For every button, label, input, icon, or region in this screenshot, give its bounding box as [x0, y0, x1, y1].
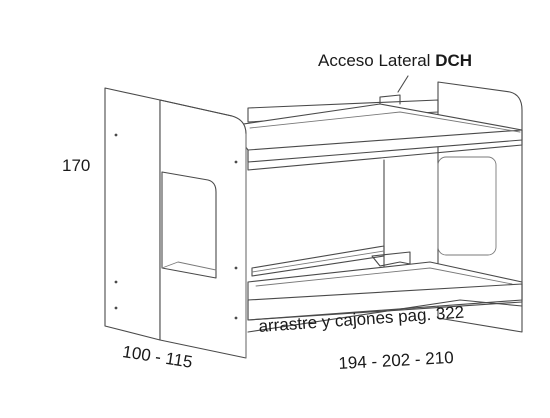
lower-slat-line	[251, 250, 385, 273]
left-panel-opening	[161, 171, 217, 279]
access-label-prefix: Acceso Lateral	[318, 51, 431, 70]
left-panel-top-edge	[159, 99, 233, 117]
access-label-side: DCH	[435, 51, 473, 70]
rear-upper-rail	[247, 99, 439, 123]
height-dimension-label: 170	[62, 156, 91, 175]
upper-deck-inner-edge	[249, 111, 521, 133]
upper-front-rail	[247, 129, 523, 171]
left-rear-side-panel	[104, 87, 161, 341]
rear-right-panel-opening	[437, 156, 497, 256]
lower-deck-inner-edge	[255, 267, 513, 287]
left-panel-opening-shadow	[161, 261, 217, 271]
guard-rail-post	[379, 94, 401, 105]
ladder-hook	[371, 251, 411, 267]
lower-front-rail	[247, 283, 523, 321]
access-leader-line	[397, 75, 409, 93]
lower-slat-support	[251, 245, 385, 277]
access-side-label: Acceso Lateral DCH	[318, 52, 472, 69]
trundle-base-line	[247, 299, 523, 333]
